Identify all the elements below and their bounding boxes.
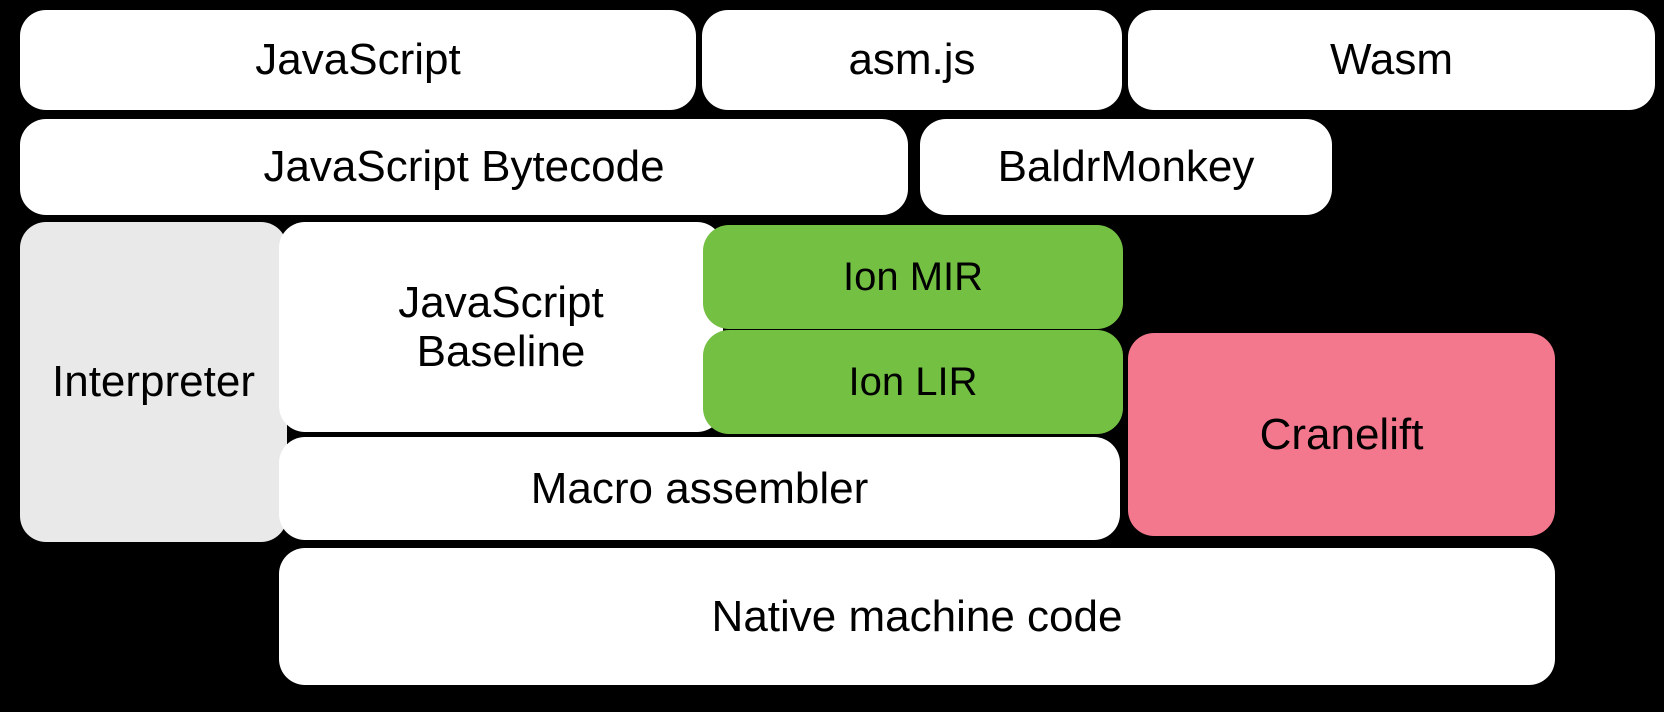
- node-label-javascript-bytecode: JavaScript Bytecode: [263, 142, 665, 192]
- node-label-wasm: Wasm: [1329, 35, 1454, 85]
- node-label-macro-assembler: Macro assembler: [530, 463, 869, 513]
- node-baldrmonkey: BaldrMonkey: [920, 119, 1332, 215]
- node-interpreter: Interpreter: [20, 222, 287, 542]
- node-label-interpreter: Interpreter: [52, 357, 255, 407]
- node-label-cranelift: Cranelift: [1259, 409, 1424, 459]
- node-javascript-bytecode: JavaScript Bytecode: [20, 119, 908, 215]
- node-label-baldrmonkey: BaldrMonkey: [997, 142, 1255, 192]
- node-label-asm-js: asm.js: [848, 35, 976, 85]
- node-label-ion-mir: Ion MIR: [842, 254, 984, 299]
- node-native-machine-code: Native machine code: [279, 548, 1555, 685]
- node-label-ion-lir: Ion LIR: [848, 359, 978, 404]
- node-wasm: Wasm: [1128, 10, 1655, 110]
- node-label-native-machine-code: Native machine code: [711, 591, 1123, 641]
- node-asm-js: asm.js: [702, 10, 1122, 110]
- node-cranelift: Cranelift: [1128, 333, 1555, 536]
- node-javascript-baseline: JavaScript Baseline: [279, 222, 723, 432]
- node-ion-lir: Ion LIR: [703, 330, 1123, 434]
- node-label-javascript-baseline: JavaScript Baseline: [398, 277, 604, 376]
- node-label-javascript: JavaScript: [255, 35, 461, 85]
- node-macro-assembler: Macro assembler: [279, 437, 1120, 540]
- node-ion-mir: Ion MIR: [703, 225, 1123, 329]
- node-javascript: JavaScript: [20, 10, 696, 110]
